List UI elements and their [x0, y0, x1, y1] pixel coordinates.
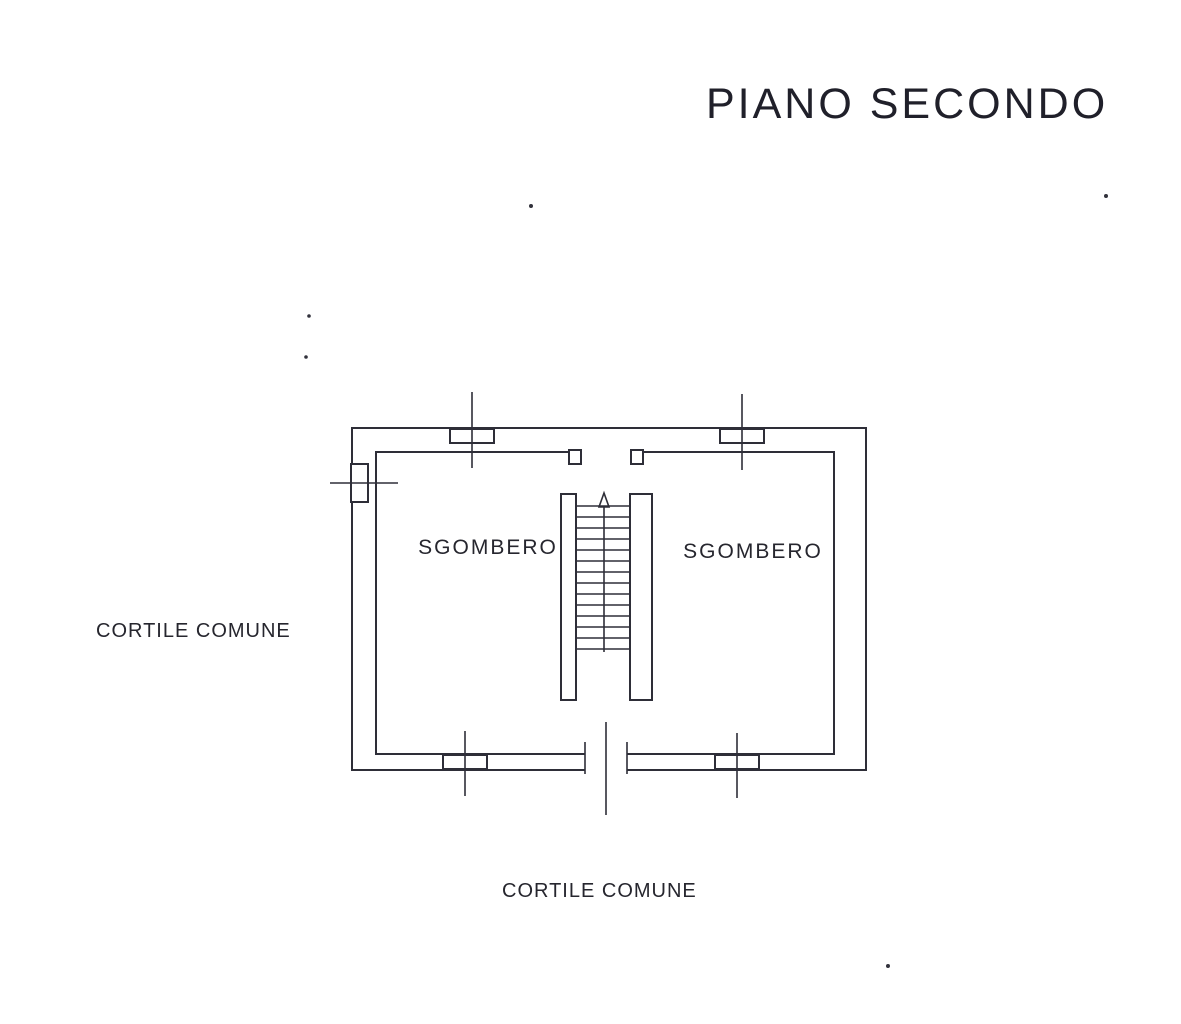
scan-speck — [304, 355, 308, 359]
door-jamb — [568, 449, 582, 465]
top-windows — [449, 392, 765, 470]
staircase — [560, 490, 653, 701]
room-label-sgombero-left: SGOMBERO — [418, 536, 558, 559]
door-jamb — [630, 449, 644, 465]
courtyard-label-left: CORTILE COMUNE — [96, 620, 291, 642]
courtyard-label-bottom: CORTILE COMUNE — [502, 880, 697, 902]
page-title: PIANO SECONDO — [706, 80, 1109, 128]
stair-rail-left — [560, 493, 577, 701]
door-jambs — [584, 742, 628, 774]
scan-speck — [307, 314, 311, 318]
stair-treads — [577, 505, 629, 650]
scan-speck — [886, 964, 890, 968]
left-window — [330, 463, 398, 503]
room-label-sgombero-right: SGOMBERO — [683, 540, 823, 563]
stair-rail-right — [629, 493, 653, 701]
scan-specks — [304, 194, 1108, 968]
top-door-jambs — [568, 449, 644, 465]
bottom-door — [584, 722, 628, 815]
stair-direction-arrow-icon — [597, 490, 611, 508]
building-walls — [351, 427, 867, 771]
bottom-windows — [442, 731, 760, 798]
scan-speck — [1104, 194, 1108, 198]
scan-speck — [529, 204, 533, 208]
outer-wall — [351, 427, 867, 771]
top-door-opening — [577, 447, 635, 456]
